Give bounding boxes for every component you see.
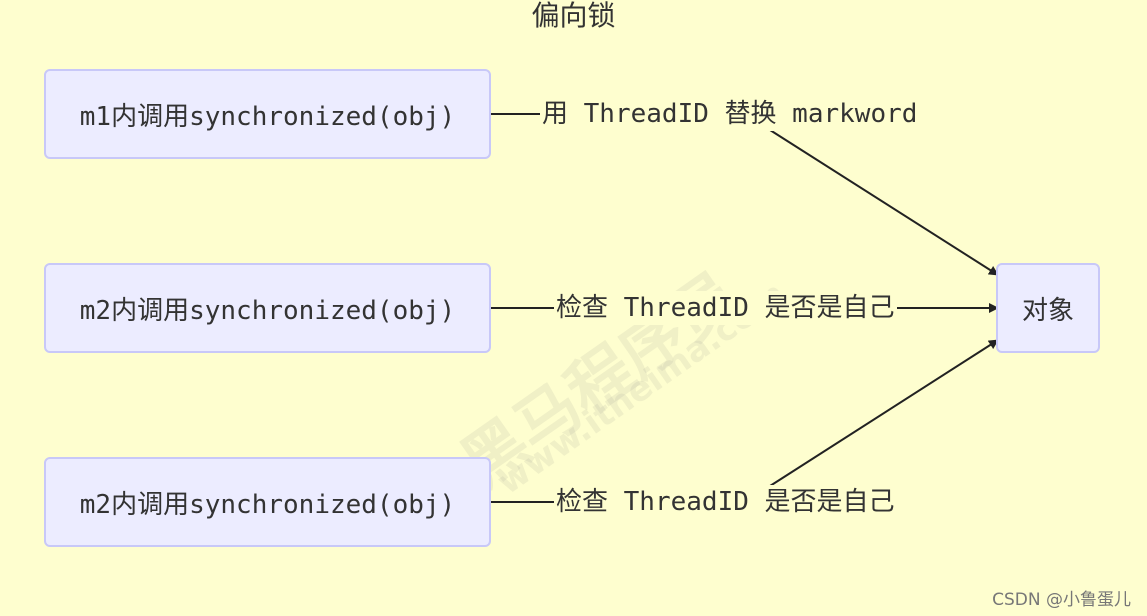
node-m1: m1内调用synchronized(obj) [44,69,491,159]
node-m2-top: m2内调用synchronized(obj) [44,263,491,353]
edge-m1-to-object [491,113,998,275]
node-object: 对象 [996,263,1100,353]
edge-label-replace-markword: 用 ThreadID 替换 markword [540,97,920,131]
node-m2-top-label: m2内调用synchronized(obj) [79,295,456,326]
node-m2-bottom-label: m2内调用synchronized(obj) [79,489,456,520]
node-m2-bottom: m2内调用synchronized(obj) [44,457,491,547]
edge-label-check-threadid-2: 检查 ThreadID 是否是自己 [554,485,897,519]
edge-label-check-threadid-1: 检查 ThreadID 是否是自己 [554,291,897,325]
diagram-title: 偏向锁 [531,0,616,32]
edge-m2-bottom-to-object [491,340,998,503]
credit-text: CSDN @小鲁蛋儿 [992,590,1131,610]
node-object-label: 对象 [1021,295,1074,326]
node-m1-label: m1内调用synchronized(obj) [79,101,456,132]
